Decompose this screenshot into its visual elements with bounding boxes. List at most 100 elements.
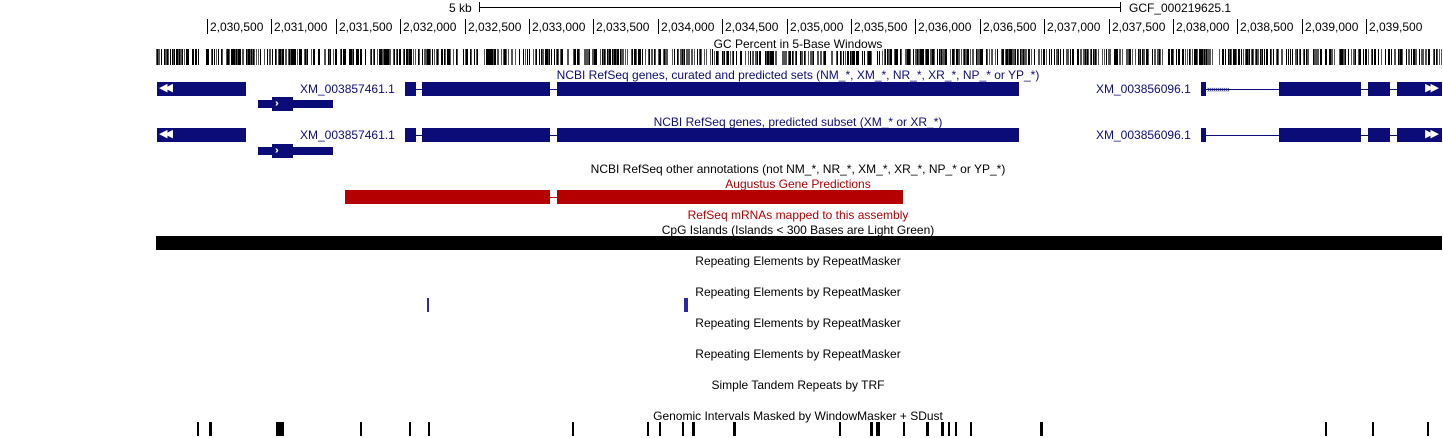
exon[interactable] [1368, 128, 1390, 142]
exon[interactable]: ▶▶ [1397, 128, 1442, 142]
exon[interactable] [422, 82, 550, 96]
masked-interval[interactable] [1427, 422, 1429, 436]
gene-block[interactable]: ◀◀ [157, 128, 246, 142]
exon[interactable]: ›› [272, 144, 293, 158]
gc-bar [388, 49, 389, 65]
masked-interval[interactable] [1372, 422, 1374, 436]
exon[interactable] [1368, 82, 1390, 96]
gene-label-left[interactable]: XM_003857461.1 [300, 82, 395, 96]
gc-bar [1063, 49, 1064, 65]
gc-bar [784, 49, 785, 65]
ruler-position-label: 2,034,000 [661, 20, 715, 34]
gc-bar [1139, 49, 1140, 65]
gc-bar [760, 49, 761, 65]
gc-bar [666, 49, 667, 65]
masked-interval[interactable] [903, 422, 905, 436]
gc-bar [1135, 49, 1136, 65]
masked-interval[interactable] [955, 422, 957, 436]
augustus-exon[interactable] [345, 190, 550, 204]
gc-bar [187, 49, 188, 65]
gc-bar [825, 49, 826, 65]
gc-bar [504, 49, 505, 65]
masked-interval[interactable] [839, 422, 841, 436]
gc-bar [627, 49, 628, 65]
gc-bar [264, 49, 265, 65]
gc-bar [595, 49, 596, 65]
exon[interactable] [1201, 82, 1206, 96]
masked-interval[interactable] [197, 422, 199, 436]
exon[interactable] [1201, 128, 1206, 142]
augustus-exon[interactable] [557, 190, 903, 204]
masked-interval[interactable] [941, 422, 944, 436]
gc-bar [382, 49, 383, 65]
exon[interactable] [1279, 128, 1361, 142]
masked-interval[interactable] [876, 422, 880, 436]
track-label-refseq-other[interactable]: NCBI RefSeq other annotations (not NM_*,… [590, 162, 1006, 176]
masked-interval[interactable] [692, 422, 695, 436]
masked-interval[interactable] [970, 422, 972, 436]
ruler-position-label: 2,032,500 [468, 20, 522, 34]
masked-interval[interactable] [926, 422, 929, 436]
gene-block-small[interactable] [258, 100, 333, 108]
masked-interval[interactable] [572, 422, 574, 436]
gc-bar [390, 49, 391, 65]
gene-label-right[interactable]: XM_003856096.1 [1096, 82, 1191, 96]
gc-bar [361, 49, 362, 65]
gc-bar [409, 49, 410, 65]
exon[interactable] [557, 82, 1019, 96]
masked-interval[interactable] [659, 422, 661, 436]
gene-label-right[interactable]: XM_003856096.1 [1096, 128, 1191, 142]
gc-bar [1090, 49, 1091, 65]
gc-bar [542, 49, 543, 65]
track-label-rmsk-3[interactable]: Repeating Elements by RepeatMasker [695, 316, 901, 330]
exon[interactable] [557, 128, 1019, 142]
track-label-refseq-mrna[interactable]: RefSeq mRNAs mapped to this assembly [687, 208, 909, 222]
exon[interactable] [405, 128, 416, 142]
exon[interactable]: ›› [272, 97, 293, 111]
gc-bar [1091, 49, 1092, 65]
track-label-trf[interactable]: Simple Tandem Repeats by TRF [711, 378, 885, 392]
gc-bar [1058, 49, 1059, 65]
gc-bar [208, 49, 209, 65]
gene-block-small[interactable] [258, 147, 333, 155]
track-label-rmsk-4[interactable]: Repeating Elements by RepeatMasker [695, 347, 901, 361]
repeat-element[interactable] [427, 298, 429, 312]
gc-bar [206, 49, 207, 65]
exon[interactable] [1279, 82, 1361, 96]
gene-label-left[interactable]: XM_003857461.1 [300, 128, 395, 142]
track-label-rmsk-1[interactable]: Repeating Elements by RepeatMasker [695, 254, 901, 268]
exon[interactable] [405, 82, 416, 96]
gc-bar [1249, 49, 1250, 65]
gc-bar [535, 49, 536, 65]
masked-interval[interactable] [428, 422, 430, 436]
repeat-element[interactable] [684, 298, 688, 312]
gc-bar [157, 49, 158, 65]
masked-interval[interactable] [360, 422, 362, 436]
masked-interval[interactable] [948, 422, 950, 436]
gc-bar [1245, 49, 1246, 65]
gc-bar [1413, 49, 1414, 65]
cpg-bar[interactable] [156, 236, 1442, 250]
masked-interval[interactable] [1040, 422, 1043, 436]
masked-interval[interactable] [1325, 422, 1327, 436]
masked-interval[interactable] [647, 422, 649, 436]
masked-interval[interactable] [733, 422, 736, 436]
gene-block[interactable]: ◀◀ [157, 82, 246, 96]
exon[interactable] [422, 128, 550, 142]
gc-bar [432, 49, 433, 65]
masked-interval[interactable] [409, 422, 411, 436]
gc-bar [621, 49, 622, 65]
gc-bar [494, 49, 495, 65]
gc-bar [1073, 49, 1074, 65]
gc-bar [1325, 49, 1326, 65]
masked-interval[interactable] [870, 422, 873, 436]
gc-bar [1271, 49, 1272, 65]
exon[interactable]: ▶▶ [1397, 82, 1442, 96]
ruler-tick [1044, 19, 1045, 34]
masked-interval[interactable] [682, 422, 684, 436]
gc-bar [399, 49, 400, 65]
ruler-position-label: 2,033,500 [596, 20, 650, 34]
masked-interval[interactable] [276, 422, 284, 436]
masked-interval[interactable] [209, 422, 212, 436]
